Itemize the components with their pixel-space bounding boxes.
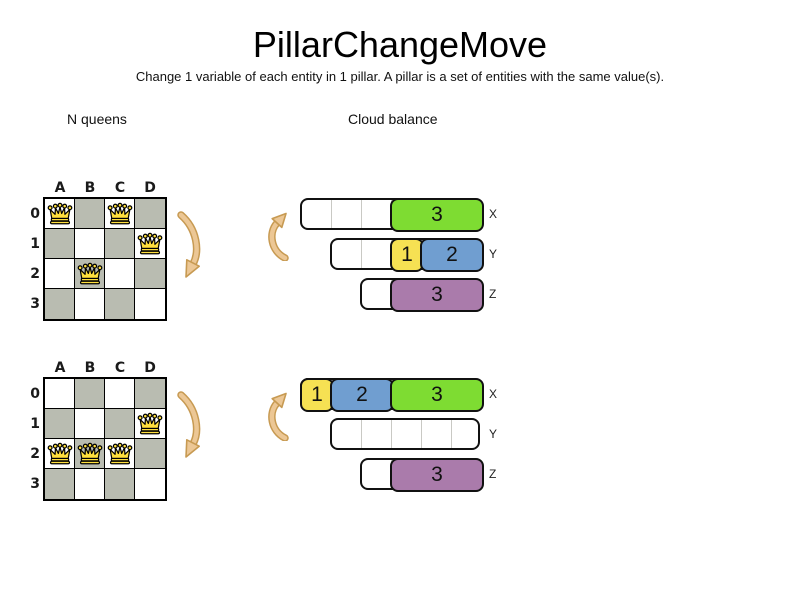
computer-label: Y (489, 247, 498, 261)
page-subtitle: Change 1 variable of each entity in 1 pi… (135, 69, 665, 84)
board-row-label: 2 (30, 266, 40, 282)
board-cell (45, 229, 75, 259)
board-cell (135, 259, 165, 289)
board-cell (45, 469, 75, 499)
process-block: 3 (390, 278, 484, 312)
board-cell (45, 289, 75, 319)
curved-up-arrow-icon (265, 211, 297, 266)
board-cell (105, 439, 135, 469)
process-block: 3 (390, 458, 484, 492)
board-row-label: 0 (30, 206, 40, 222)
board-row-label: 1 (30, 416, 40, 432)
board-cell (135, 229, 165, 259)
board-cell (135, 199, 165, 229)
board-cell (105, 469, 135, 499)
computer-label: Z (489, 287, 497, 301)
process-block: 1 (390, 238, 424, 272)
queen-icon (47, 442, 72, 465)
computer-label: X (489, 387, 498, 401)
board-cell (45, 199, 75, 229)
board-column-label: B (84, 180, 96, 196)
board-column-label: A (54, 180, 66, 196)
board-cell (105, 379, 135, 409)
board-row-label: 0 (30, 386, 40, 402)
curved-up-arrow-icon (265, 391, 297, 446)
board-row-label: 2 (30, 446, 40, 462)
board-cell (105, 409, 135, 439)
process-block: 1 (300, 378, 334, 412)
process-block: 2 (420, 238, 484, 272)
board-column-label: C (114, 360, 126, 376)
section-label-nqueens: N queens (67, 111, 127, 127)
board-cell (45, 259, 75, 289)
queen-icon (77, 442, 102, 465)
board-cell (135, 379, 165, 409)
curved-down-arrow-icon (173, 211, 203, 286)
board-cell (135, 439, 165, 469)
board-row-label: 1 (30, 236, 40, 252)
computer-label: X (489, 207, 498, 221)
process-block: 3 (390, 378, 484, 412)
bar-grid-line (331, 200, 332, 228)
computer-label: Y (489, 427, 498, 441)
bar-grid-line (421, 420, 422, 448)
resource-bar-after-z: 3 (360, 458, 484, 492)
board-cell (105, 229, 135, 259)
queen-icon (47, 202, 72, 225)
board-cell (105, 199, 135, 229)
board-cell (135, 289, 165, 319)
queen-icon (137, 232, 163, 255)
board-cell (75, 199, 105, 229)
queen-icon (107, 442, 132, 465)
resource-bar-after-y (330, 418, 480, 450)
board-cell (105, 289, 135, 319)
bar-grid-line (391, 420, 392, 448)
board-cell (45, 379, 75, 409)
board-cell (75, 409, 105, 439)
board-cell (75, 289, 105, 319)
board-cell (45, 439, 75, 469)
computer-label: Z (489, 467, 497, 481)
board-row-label: 3 (30, 296, 40, 312)
board-cell (75, 379, 105, 409)
board-cell (135, 409, 165, 439)
board-cell (75, 439, 105, 469)
queen-icon (137, 412, 163, 435)
board-column-label: C (114, 180, 126, 196)
page-title: PillarChangeMove (252, 24, 548, 65)
board-column-label: D (144, 180, 156, 196)
board-column-label: B (84, 360, 96, 376)
chessboard-before (43, 197, 167, 321)
bar-grid-line (451, 420, 452, 448)
queen-icon (107, 202, 132, 225)
bar-grid-line (361, 240, 362, 268)
board-cell (75, 259, 105, 289)
process-block: 3 (390, 198, 484, 232)
bar-grid-line (361, 420, 362, 448)
chessboard-after (43, 377, 167, 501)
board-cell (105, 259, 135, 289)
board-cell (135, 469, 165, 499)
process-block: 2 (330, 378, 394, 412)
queen-icon (77, 262, 102, 285)
board-column-label: D (144, 360, 156, 376)
curved-down-arrow-icon (173, 391, 203, 466)
section-label-cloud-balance: Cloud balance (348, 111, 438, 127)
resource-bar-before-z: 3 (360, 278, 484, 312)
resource-bar-before-x: 3 (300, 198, 484, 232)
board-cell (75, 229, 105, 259)
board-row-label: 3 (30, 476, 40, 492)
board-cell (75, 469, 105, 499)
bar-grid-line (361, 200, 362, 228)
board-column-label: A (54, 360, 66, 376)
board-cell (45, 409, 75, 439)
